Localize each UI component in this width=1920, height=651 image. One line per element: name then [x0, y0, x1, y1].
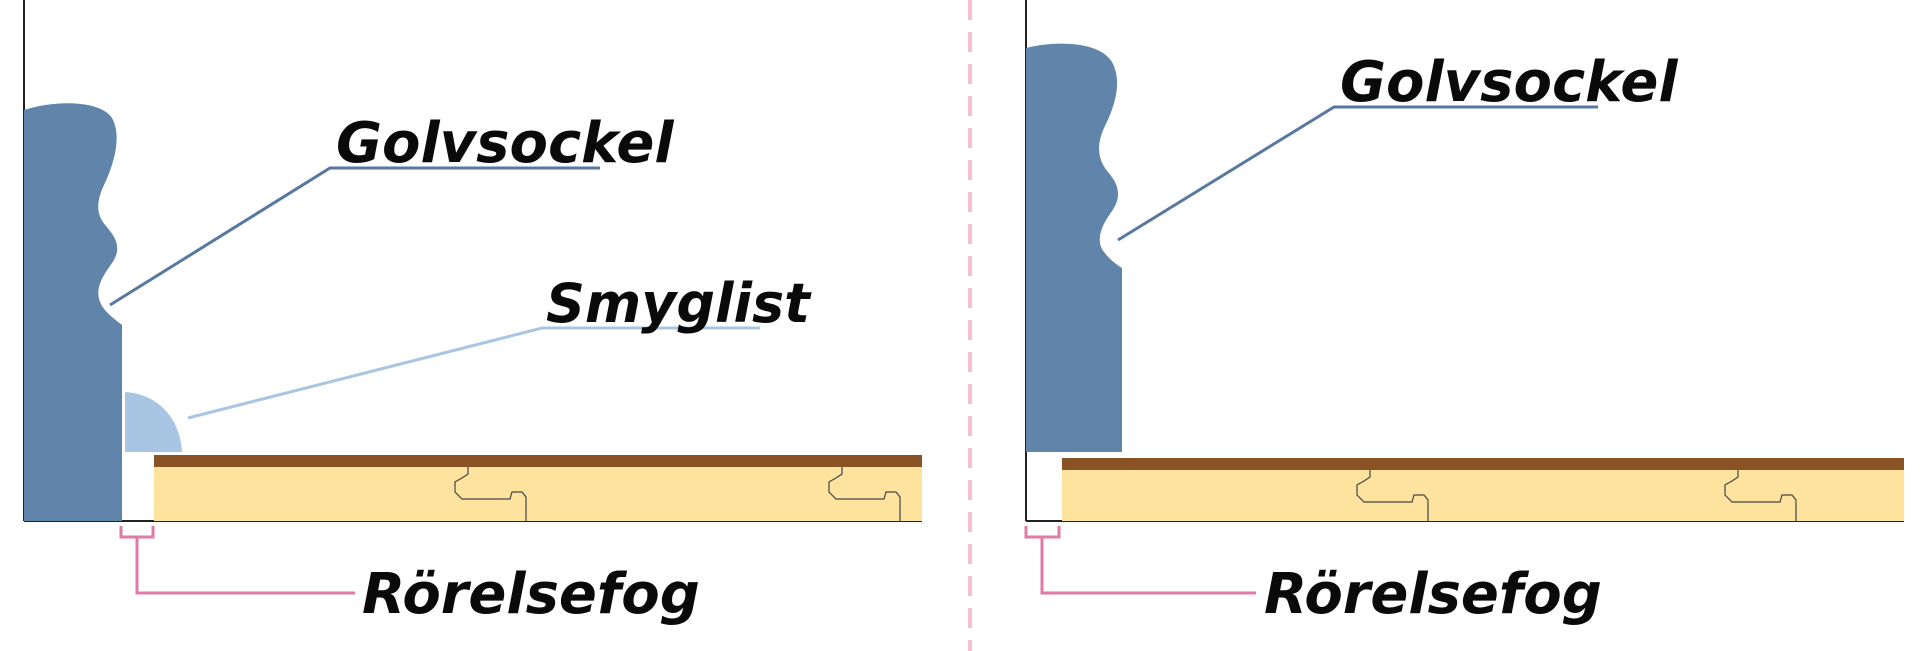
left-smyglist-label: Smyglist [546, 272, 812, 335]
right-floor-board [1062, 458, 1904, 521]
left-floor-joint-2 [828, 467, 901, 521]
right-golvsockel-leader [1117, 105, 1598, 242]
right-panel: Golvsockel Rörelsefog [1024, 0, 1904, 627]
right-rorelsefog-bracket [1024, 526, 1256, 595]
left-rorelsefog-label: Rörelsefog [362, 562, 700, 627]
left-smyglist [125, 392, 182, 452]
left-smyglist-leader [187, 326, 760, 420]
right-golvsockel-label: Golvsockel [1340, 50, 1678, 115]
left-floor-joint-1 [454, 467, 527, 521]
left-rorelsefog-bracket [119, 526, 355, 595]
right-floor-top-layer [1062, 458, 1904, 470]
left-skirting-board [24, 103, 122, 521]
left-floor-core [154, 467, 922, 521]
left-golvsockel-leader [109, 166, 600, 307]
left-floor-board [154, 455, 922, 521]
right-floor-joint-2 [1724, 470, 1797, 521]
left-panel: Golvsockel Smyglist Rörelsefog [23, 0, 922, 627]
right-floor-joint-1 [1356, 470, 1429, 521]
right-skirting-board [1026, 43, 1122, 452]
left-golvsockel-label: Golvsockel [336, 111, 674, 176]
left-floor-top-layer [154, 455, 922, 467]
right-floor-core [1062, 470, 1904, 521]
right-rorelsefog-label: Rörelsefog [1264, 562, 1602, 627]
